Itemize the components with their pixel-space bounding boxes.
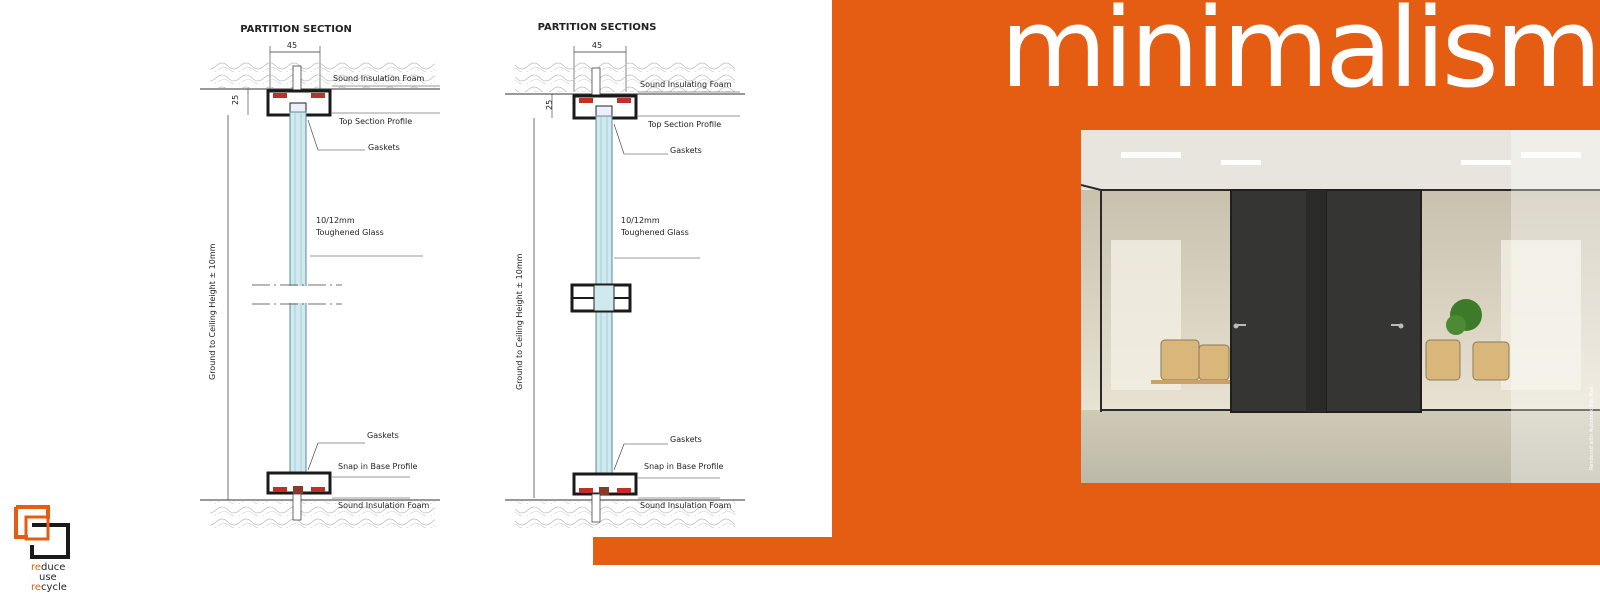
label-gaskets-top: Gaskets — [670, 146, 702, 155]
drawing-right-width-dimension: 45 — [592, 41, 602, 50]
reduce-reuse-recycle-logo: reduce use recycle — [12, 503, 82, 595]
label-top-section-profile: Top Section Profile — [647, 120, 721, 129]
ceiling-texture — [515, 62, 735, 92]
top-section-profile — [572, 94, 638, 120]
intermediate-connector-profile — [570, 283, 632, 313]
logo-mark — [14, 505, 70, 559]
label-glass-thickness: 10/12mm — [621, 216, 660, 225]
drawing-left: PARTITION SECTION 45 25 Ground to — [200, 24, 440, 529]
drawing-left-width-dimension: 45 — [287, 41, 297, 50]
ceiling-texture — [210, 60, 435, 88]
logo-re-accent-2: re — [31, 582, 42, 593]
top-section-profile — [266, 89, 332, 117]
label-top-section-profile: Top Section Profile — [338, 117, 412, 126]
logo-re-accent: re — [31, 562, 42, 573]
logo-line-recycle: recycle — [31, 583, 67, 593]
drawing-left-height-label: Ground to Ceiling Height ± 10mm — [208, 243, 217, 380]
drawing-left-dim-25: 25 — [231, 95, 240, 105]
partition-drawings: PARTITION SECTION 45 25 Ground to — [200, 22, 745, 529]
logo-duce: duce — [41, 562, 66, 573]
label-sound-insulation-foam-bottom: Sound Insulation Foam — [640, 501, 732, 510]
office-partition-photo: Rendered with Autodesk 3ds Max — [1081, 130, 1600, 483]
label-snap-in-base-profile: Snap in Base Profile — [644, 462, 723, 471]
headline-minimalism: minimalism — [1000, 0, 1600, 112]
label-gaskets-bottom: Gaskets — [367, 431, 399, 440]
photo-credit: Rendered with Autodesk 3ds Max — [1589, 386, 1595, 470]
base-profile — [572, 472, 638, 496]
drawing-left-title: PARTITION SECTION — [240, 24, 352, 35]
label-gaskets-top: Gaskets — [368, 143, 400, 152]
label-toughened-glass: Toughened Glass — [315, 228, 384, 237]
drawing-right: PARTITION SECTIONS 45 25 Ground to Ceili… — [505, 22, 745, 529]
logo-line-use: use — [39, 572, 57, 583]
drawing-right-dim-25: 25 — [545, 100, 554, 110]
label-gaskets-bottom: Gaskets — [670, 435, 702, 444]
drawing-right-height-label: Ground to Ceiling Height ± 10mm — [515, 253, 524, 390]
label-sound-insulating-foam-top: Sound Insulating Foam — [640, 80, 732, 89]
floor-texture — [210, 501, 435, 529]
orange-bottom-strip — [593, 537, 1600, 565]
logo-line-reduce: reduce — [31, 563, 65, 573]
label-sound-insulation-foam-top: Sound Insulation Foam — [333, 74, 425, 83]
label-snap-in-base-profile: Snap in Base Profile — [338, 462, 417, 471]
drawing-right-title: PARTITION SECTIONS — [538, 22, 657, 33]
anchor-screw — [292, 65, 302, 93]
label-toughened-glass: Toughened Glass — [620, 228, 689, 237]
label-glass-thickness: 10/12mm — [316, 216, 355, 225]
label-sound-insulation-foam-bottom: Sound Insulation Foam — [338, 501, 430, 510]
floor-texture — [515, 501, 735, 529]
anchor-screw — [591, 67, 601, 97]
logo-cycle: cycle — [41, 582, 67, 593]
base-profile — [266, 471, 332, 495]
